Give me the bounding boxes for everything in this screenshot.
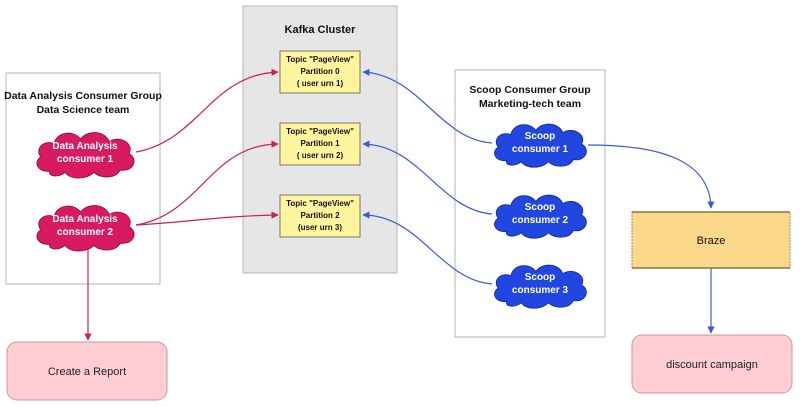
partition-2-topic: Topic "PageView" bbox=[286, 199, 354, 208]
edge-da1-partition0 bbox=[135, 68, 279, 153]
partition-1: Topic "PageView" Partition 1 ( user urn … bbox=[279, 122, 361, 166]
edge-scoop3-partition2 bbox=[362, 211, 493, 285]
partition-2-label: Partition 2 bbox=[300, 211, 340, 220]
partition-2: Topic "PageView" Partition 2 (user urn 3… bbox=[279, 194, 361, 238]
scoop-consumer-2-line1: Scoop bbox=[525, 202, 556, 213]
kafka-cluster-title: Kafka Cluster bbox=[285, 24, 357, 36]
partition-1-key: ( user urn 2) bbox=[297, 151, 344, 160]
partition-2-key: (user urn 3) bbox=[298, 223, 342, 232]
partition-0-key: ( user urn 1) bbox=[297, 79, 344, 88]
partition-1-label: Partition 1 bbox=[300, 139, 340, 148]
scoop-consumer-1: Scoop consumer 1 bbox=[493, 123, 587, 168]
scoop-consumer-2-line2: consumer 2 bbox=[512, 215, 569, 226]
create-report-box: Create a Report bbox=[6, 341, 168, 401]
partition-0-topic: Topic "PageView" bbox=[286, 55, 354, 64]
data-analysis-group-title: Data Analysis Consumer Group bbox=[4, 90, 162, 102]
scoop-consumer-3-line1: Scoop bbox=[525, 272, 556, 283]
create-report-label: Create a Report bbox=[48, 366, 126, 378]
da-consumer-2-line1: Data Analysis bbox=[52, 214, 118, 225]
da-consumer-2-line2: consumer 2 bbox=[57, 227, 114, 238]
scoop-group-title: Scoop Consumer Group bbox=[469, 84, 590, 96]
scoop-team-title: Marketing-tech team bbox=[479, 98, 581, 110]
scoop-consumer-1-line2: consumer 1 bbox=[512, 144, 569, 155]
data-analysis-consumer-1: Data Analysis consumer 1 bbox=[36, 131, 135, 179]
partition-0-label: Partition 0 bbox=[300, 67, 340, 76]
edge-da2-partition1 bbox=[135, 140, 279, 226]
partition-1-topic: Topic "PageView" bbox=[286, 127, 354, 136]
braze-store: Braze bbox=[631, 211, 791, 269]
edge-scoop1-braze bbox=[587, 144, 715, 209]
partition-0: Topic "PageView" Partition 0 ( user urn … bbox=[279, 50, 361, 94]
data-analysis-team-title: Data Science team bbox=[37, 104, 130, 116]
da-consumer-1-line2: consumer 1 bbox=[57, 154, 114, 165]
edge-scoop1-partition0 bbox=[362, 68, 493, 144]
discount-campaign-label: discount campaign bbox=[666, 359, 758, 371]
scoop-consumer-1-line1: Scoop bbox=[525, 131, 556, 142]
data-analysis-consumer-2: Data Analysis consumer 2 bbox=[36, 204, 135, 252]
scoop-consumer-3: Scoop consumer 3 bbox=[493, 264, 587, 309]
scoop-consumer-3-line2: consumer 3 bbox=[512, 285, 569, 296]
braze-label: Braze bbox=[697, 235, 726, 247]
da-consumer-1-line1: Data Analysis bbox=[52, 141, 118, 152]
scoop-consumer-2: Scoop consumer 2 bbox=[493, 194, 587, 239]
edge-scoop2-partition1 bbox=[362, 140, 493, 215]
edge-da2-partition2 bbox=[135, 211, 279, 226]
discount-campaign-box: discount campaign bbox=[631, 334, 793, 394]
